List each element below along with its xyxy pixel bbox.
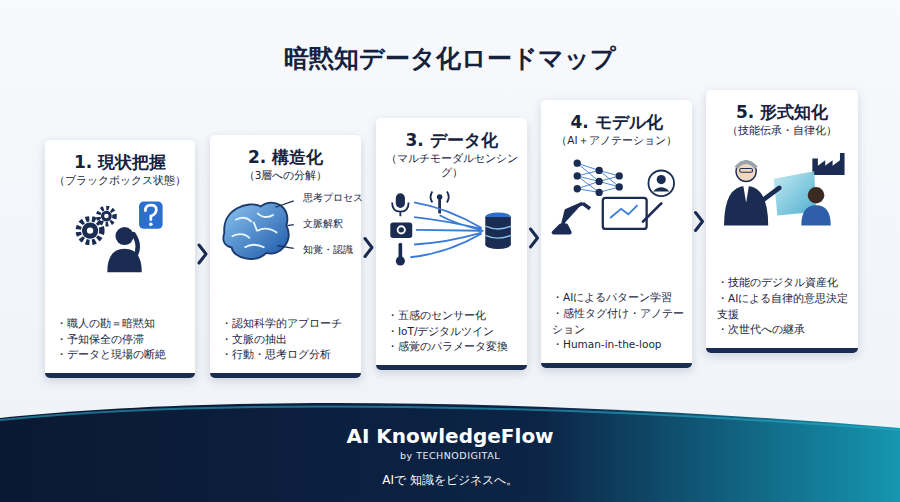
bullet-list: ・認知科学的アプローチ・文脈の抽出・行動・思考ログ分析 [217, 316, 354, 363]
step-heading: 2. 構造化 [217, 147, 354, 168]
bullet-item: ・文脈の抽出 [221, 332, 354, 348]
step-icon [548, 154, 685, 239]
step-subtitle: （技能伝承・自律化） [713, 124, 851, 138]
bullet-item: ・職人の勘＝暗黙知 [56, 316, 188, 332]
step-heading: 5. 形式知化 [713, 102, 851, 123]
step-subtitle: （ブラックボックス状態） [52, 174, 188, 188]
bullet-list: ・AIによるパターン学習・感性タグ付け・アノテーション・Human-in-the… [548, 290, 685, 353]
step-subtitle: （3層への分解） [217, 169, 354, 183]
step-subtitle: （マルチモーダルセンシング） [383, 152, 520, 179]
bullet-item: ・AIによる自律的意思決定支援 [717, 291, 851, 323]
bullet-item: ・予知保全の停滞 [56, 332, 188, 348]
layer-label: 知覚・認識 [303, 243, 353, 257]
gear-person-icon [52, 194, 188, 279]
bullet-item: ・五感のセンサー化 [387, 308, 520, 324]
layer-label: 文脈解釈 [303, 217, 343, 231]
step-heading: 1. 現状把握 [52, 152, 188, 173]
bullet-item: ・データと現場の断絶 [56, 347, 188, 363]
step-chevron [365, 239, 372, 257]
bullet-list: ・職人の勘＝暗黙知・予知保全の停滞・データと現場の断絶 [52, 316, 188, 363]
step-chevron [531, 229, 538, 247]
layer-label: 思考プロセス [303, 191, 363, 205]
step-subtitle: （AI＋アノテーション） [548, 134, 685, 148]
bullet-item: ・技能のデジタル資産化 [717, 275, 851, 291]
step-heading: 3. データ化 [383, 130, 520, 151]
transfer-icon [713, 144, 851, 229]
diagram-title: 暗黙知データ化ロードマップ [0, 42, 900, 75]
bullet-item: ・感性タグ付け・アノテーション [552, 306, 685, 338]
step-card: 3. データ化（マルチモーダルセンシング） ・五感のセンサー化・IoT/デジタルツ… [376, 118, 527, 370]
step-chevron [696, 213, 703, 231]
bullet-item: ・AIによるパターン学習 [552, 290, 685, 306]
ai-model-icon [548, 154, 685, 239]
bullet-item: ・感覚のパラメータ変換 [387, 339, 520, 355]
bullet-item: ・認知科学的アプローチ [221, 316, 354, 332]
brand-slogan: AIで 知識をビジネスへ。 [0, 472, 900, 489]
step-card: 2. 構造化（3層への分解） 思考プロセス文脈解釈知覚・認識・認知科学的アプローチ… [210, 135, 361, 378]
bullet-list: ・技能のデジタル資産化・AIによる自律的意思決定支援・次世代への継承 [713, 275, 851, 338]
step-heading: 4. モデル化 [548, 112, 685, 133]
bullet-item: ・行動・思考ログ分析 [221, 347, 354, 363]
step-card: 1. 現状把握（ブラックボックス状態） ・職人の勘＝暗黙知・予知保全の停滞・データ… [45, 140, 195, 378]
bullet-item: ・次世代への継承 [717, 322, 851, 338]
sensor-icon [383, 186, 520, 271]
bullet-item: ・IoT/デジタルツイン [387, 324, 520, 340]
step-icon: 思考プロセス文脈解釈知覚・認識 [217, 189, 354, 274]
step-icon [52, 194, 188, 279]
step-card: 4. モデル化（AI＋アノテーション） ・AIによるパターン学習・感性タグ付け・ア… [541, 100, 692, 368]
bullet-list: ・五感のセンサー化・IoT/デジタルツイン・感覚のパラメータ変換 [383, 308, 520, 355]
brand-band: AI KnowledgeFlow by TECHNODIGITAL AIで 知識をビ… [0, 398, 900, 502]
step-chevron [199, 245, 206, 263]
step-card: 5. 形式知化（技能伝承・自律化） ・技能のデジタル資産化・AIによる自律的意思決… [706, 90, 858, 353]
brand-name: AI KnowledgeFlow [0, 424, 900, 448]
step-icon [383, 186, 520, 271]
bullet-item: ・Human-in-the-loop [552, 337, 685, 353]
step-icon [713, 144, 851, 229]
brand-sub: by TECHNODIGITAL [0, 450, 900, 461]
